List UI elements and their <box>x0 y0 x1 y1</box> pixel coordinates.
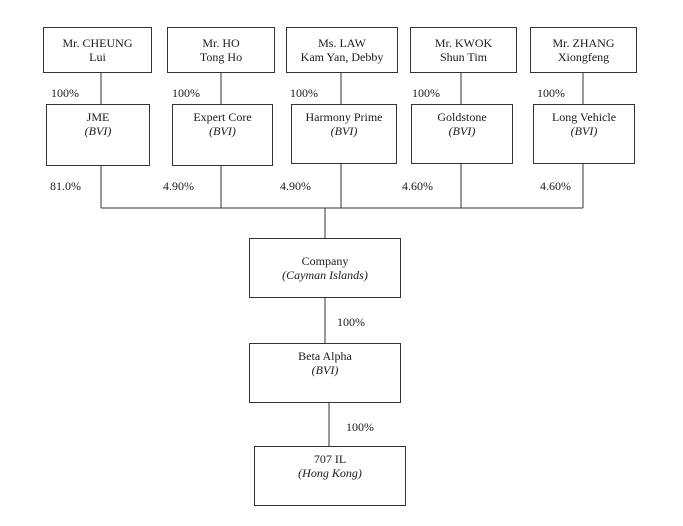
company-name: Company <box>301 254 349 268</box>
707-il-box: 707 IL (Hong Kong) <box>254 446 406 506</box>
holdco-place: (BVI) <box>84 124 112 138</box>
shareholder-name: Tong Ho <box>199 50 243 64</box>
holdco-place: (BVI) <box>330 124 358 138</box>
holding-pct-4: 100% <box>412 86 440 100</box>
shareholder-name: Shun Tim <box>439 50 488 64</box>
stake-pct-3: 4.90% <box>280 179 311 193</box>
stake-pct-5: 4.60% <box>540 179 571 193</box>
holdco-place: (BVI) <box>448 124 476 138</box>
shareholder-title: Mr. HO <box>202 36 240 50</box>
shareholder-box-2: Mr. HO Tong Ho <box>167 27 275 73</box>
holdco-place: (BVI) <box>570 124 598 138</box>
shareholder-title: Mr. ZHANG <box>552 36 615 50</box>
stake-pct-2: 4.90% <box>163 179 194 193</box>
beta-alpha-box: Beta Alpha (BVI) <box>249 343 401 403</box>
stake-pct-4: 4.60% <box>402 179 433 193</box>
shareholder-title: Mr. CHEUNG <box>62 36 133 50</box>
holdco-name: JME <box>86 110 110 124</box>
beta-alpha-place: (BVI) <box>311 363 339 377</box>
shareholder-box-1: Mr. CHEUNG Lui <box>43 27 152 73</box>
holdco-box-4: Goldstone (BVI) <box>411 104 513 164</box>
holdco-box-3: Harmony Prime (BVI) <box>291 104 397 164</box>
shareholder-title: Ms. LAW <box>318 36 366 50</box>
holding-pct-3: 100% <box>290 86 318 100</box>
holdco-name: Goldstone <box>437 110 487 124</box>
shareholder-box-4: Mr. KWOK Shun Tim <box>410 27 517 73</box>
company-to-beta-pct: 100% <box>337 315 365 329</box>
stake-pct-1: 81.0% <box>50 179 81 193</box>
shareholder-box-3: Ms. LAW Kam Yan, Debby <box>286 27 398 73</box>
shareholder-box-5: Mr. ZHANG Xiongfeng <box>530 27 637 73</box>
holdco-name: Harmony Prime <box>305 110 383 124</box>
beta-to-707-pct: 100% <box>346 420 374 434</box>
707-il-place: (Hong Kong) <box>298 466 362 480</box>
holdco-box-2: Expert Core (BVI) <box>172 104 273 166</box>
shareholder-name: Xiongfeng <box>557 50 610 64</box>
holdco-box-1: JME (BVI) <box>46 104 150 166</box>
holding-pct-5: 100% <box>537 86 565 100</box>
holdco-box-5: Long Vehicle (BVI) <box>533 104 635 164</box>
company-place: (Cayman Islands) <box>282 268 368 282</box>
holding-pct-2: 100% <box>172 86 200 100</box>
beta-alpha-name: Beta Alpha <box>298 349 352 363</box>
holdco-name: Expert Core <box>193 110 252 124</box>
company-box: Company (Cayman Islands) <box>249 238 401 298</box>
holdco-place: (BVI) <box>209 124 236 138</box>
707-il-name: 707 IL <box>313 452 347 466</box>
shareholder-title: Mr. KWOK <box>434 36 493 50</box>
holdco-name: Long Vehicle <box>551 110 617 124</box>
shareholder-name: Lui <box>89 50 106 64</box>
shareholder-name: Kam Yan, Debby <box>300 50 384 64</box>
holding-pct-1: 100% <box>51 86 79 100</box>
